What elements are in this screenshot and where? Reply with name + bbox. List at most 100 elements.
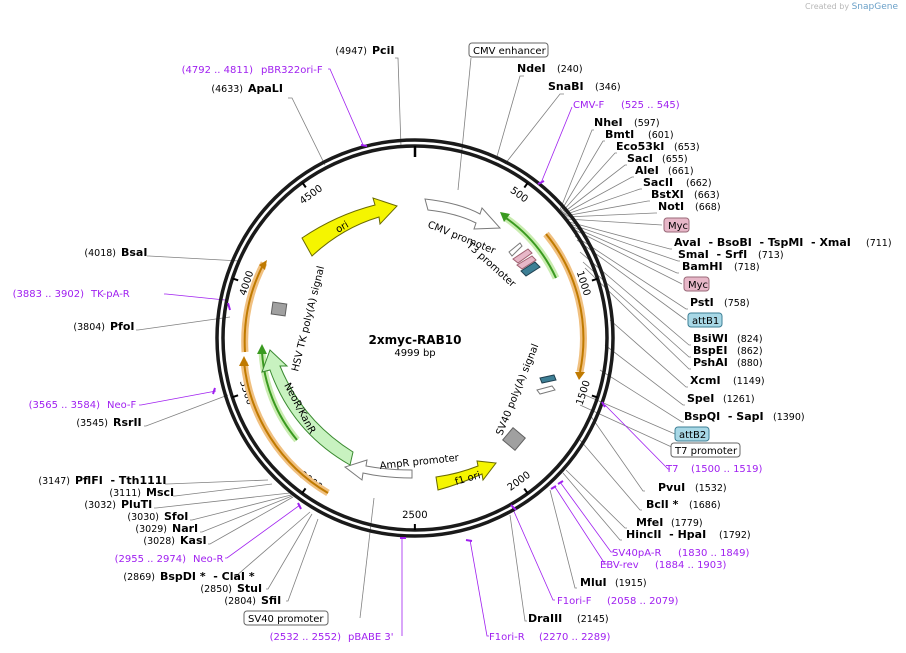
primer-f1orif: F1ori-F — [557, 596, 592, 607]
site-saci: SacI — [627, 152, 653, 165]
site-kasi-pos: (3028) — [143, 536, 175, 547]
site-bstxi: BstXI — [651, 188, 684, 201]
snapgene-brand: Created by SnapGene — [805, 2, 898, 12]
site-noti: NotI — [658, 200, 684, 213]
site-snabi-pos: (346) — [595, 82, 621, 93]
tick-label: 2500 — [402, 510, 427, 521]
site-nari-pos: (3029) — [135, 524, 167, 535]
site-ndei: NdeI — [517, 62, 546, 75]
site-psti: PstI — [690, 296, 714, 309]
site-pfoi-pos: (3804) — [73, 322, 105, 333]
site-alei: AleI — [635, 164, 659, 177]
site-bspqi: BspQI - SapI — [684, 410, 764, 423]
site-bsai: BsaI — [121, 246, 147, 259]
site-nhei: NheI — [594, 116, 623, 129]
primer-labels: (4792 .. 4811)pBR322ori-F CMV-F(525 .. 5… — [13, 65, 763, 643]
primer-marks — [212, 144, 606, 542]
site-mlui: MluI — [580, 576, 607, 589]
sv40-polya-box — [502, 427, 526, 451]
cmv-enhancer-arrow — [424, 198, 502, 230]
primer-tkr-range: (3883 .. 3902) — [13, 289, 85, 300]
attb2-label: attB2 — [679, 430, 706, 441]
primer-pbr322-range: (4792 .. 4811) — [182, 65, 254, 76]
site-sfii: SfiI — [261, 594, 281, 607]
attb1-arrow — [520, 261, 541, 277]
tick-mark — [301, 181, 307, 188]
site-mfei: MfeI — [636, 516, 663, 529]
tick-label: 1500 — [575, 379, 593, 407]
primer-pbabe-range: (2532 .. 2552) — [270, 632, 342, 643]
boxed-labels: CMV enhancer Myc Myc attB1 attB2 T7 prom… — [243, 42, 741, 626]
site-bspei-pos: (862) — [737, 346, 763, 357]
tick-mark — [232, 394, 239, 399]
attb1-label: attB1 — [692, 316, 719, 327]
site-bcli: BclI * — [646, 498, 679, 511]
site-pcil-pos: (4947) — [335, 46, 367, 57]
ori-arrow — [301, 197, 398, 257]
site-snabi: SnaBI — [548, 80, 584, 93]
plasmid-name: 2xmyc-RAB10 — [369, 333, 462, 347]
site-sfoi-pos: (3030) — [127, 512, 159, 523]
green-arcs — [257, 212, 560, 443]
site-pflfi-pos: (3147) — [38, 476, 70, 487]
site-bspdi-pos: (2869) — [123, 572, 155, 583]
site-psti-pos: (758) — [724, 298, 750, 309]
site-bsiwi: BsiWI — [693, 332, 728, 345]
site-hincii: HincII - HpaI — [626, 528, 706, 541]
primer-pbr322: pBR322ori-F — [261, 65, 323, 76]
tick-mark — [523, 182, 529, 189]
tick-mark — [232, 277, 239, 282]
site-sacii: SacII — [643, 176, 673, 189]
myc-label-2: Myc — [688, 280, 708, 291]
feature-arrows — [261, 197, 557, 491]
site-pvui-pos: (1532) — [695, 483, 727, 494]
primer-sv40par-range: (1830 .. 1849) — [678, 548, 750, 559]
site-stui-pos: (2850) — [200, 584, 232, 595]
site-sacii-pos: (662) — [686, 178, 712, 189]
site-mlui-pos: (1915) — [615, 578, 647, 589]
site-spei: SpeI — [687, 392, 714, 405]
site-pshai-pos: (880) — [737, 358, 763, 369]
site-draiii-pos: (2145) — [577, 614, 609, 625]
primer-t7: T7 — [665, 464, 678, 475]
neo-arrow — [261, 349, 354, 466]
site-apali-pos: (4633) — [211, 84, 243, 95]
t7-arrow — [536, 385, 556, 395]
primer-neor: Neo-R — [193, 554, 224, 565]
site-smai: SmaI - SrfI — [678, 248, 747, 261]
sv40-promoter-label: SV40 promoter — [248, 614, 324, 625]
site-hincii-pos: (1792) — [719, 530, 751, 541]
site-nari: NarI — [172, 522, 198, 535]
primer-neof-range: (3565 .. 3584) — [29, 400, 101, 411]
ampr-promoter-arrow — [343, 459, 413, 481]
primer-f1orir-range: (2270 .. 2289) — [539, 632, 611, 643]
primer-f1orif-range: (2058 .. 2079) — [607, 596, 679, 607]
site-nhei-pos: (597) — [634, 118, 660, 129]
site-mfei-pos: (1779) — [671, 518, 703, 529]
tick-mark — [591, 394, 598, 399]
tick-mark — [301, 487, 307, 494]
site-eco53ki-pos: (653) — [674, 142, 700, 153]
site-sfii-pos: (2804) — [224, 596, 256, 607]
site-msci-pos: (3111) — [109, 488, 141, 499]
site-pvui: PvuI — [658, 481, 685, 494]
site-alei-pos: (661) — [668, 166, 694, 177]
site-rsrii-pos: (3545) — [76, 418, 108, 429]
site-bmti: BmtI — [605, 128, 634, 141]
site-ndei-pos: (240) — [557, 64, 583, 75]
myc-tag-1 — [512, 248, 533, 264]
site-apali: ApaLI — [248, 82, 283, 95]
site-bsai-pos: (4018) — [84, 248, 116, 259]
site-avai-pos: (711) — [866, 238, 892, 249]
site-bamhi-pos: (718) — [734, 262, 760, 273]
site-noti-pos: (668) — [695, 202, 721, 213]
site-labels-left: (4947) PciI (4633) ApaLI (4018) BsaI (3804)… — [38, 44, 394, 607]
cmv-enhancer-label: CMV enhancer — [473, 46, 547, 57]
site-sfoi: SfoI — [164, 510, 188, 523]
site-pcil: PciI — [372, 44, 394, 57]
site-bstxi-pos: (663) — [694, 190, 720, 201]
t3-promoter-arrow — [508, 242, 523, 257]
primer-t7-range: (1500 .. 1519) — [691, 464, 763, 475]
site-bspqi-pos: (1390) — [773, 412, 805, 423]
attb2-arrow — [539, 374, 557, 384]
